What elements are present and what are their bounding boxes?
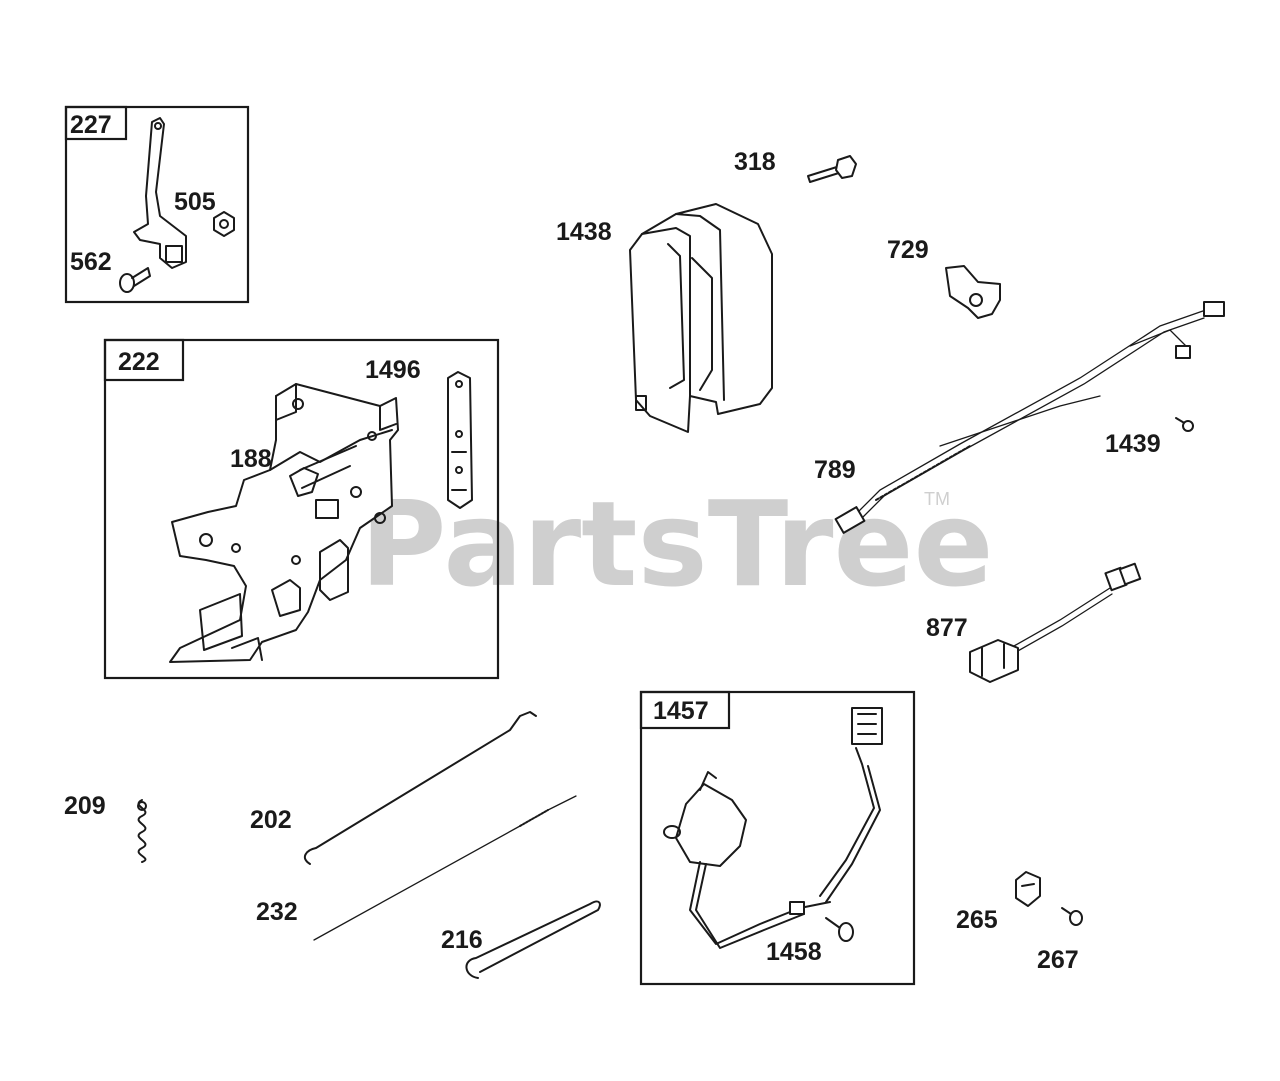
label-1496[interactable]: 1496 xyxy=(365,356,421,384)
part-lever-arm[interactable] xyxy=(133,117,187,269)
part-1438-cover[interactable] xyxy=(629,203,773,433)
part-1439-screw[interactable] xyxy=(1175,417,1194,432)
part-318-bolt[interactable] xyxy=(807,155,857,183)
part-1496-plate[interactable] xyxy=(447,371,473,509)
part-265-clip[interactable] xyxy=(1015,871,1041,907)
part-505-hex-nut[interactable] xyxy=(213,211,235,237)
part-729-bracket[interactable] xyxy=(945,265,1001,319)
group-box-222: 222 1 xyxy=(103,338,500,680)
part-562-screw[interactable] xyxy=(119,267,151,293)
box-222-frame xyxy=(103,338,500,680)
part-1458-screw[interactable] xyxy=(825,917,854,942)
label-789[interactable]: 789 xyxy=(814,456,856,484)
label-505[interactable]: 505 xyxy=(174,188,216,216)
part-232-spring-rod[interactable] xyxy=(313,795,577,941)
box-227-tab xyxy=(64,105,128,141)
part-267-screw[interactable] xyxy=(1061,907,1083,926)
box-222-tab xyxy=(103,338,185,382)
label-318[interactable]: 318 xyxy=(734,148,776,176)
group-box-1457: 1457 1458 xyxy=(639,690,916,986)
label-1458[interactable]: 1458 xyxy=(766,938,822,966)
label-265[interactable]: 265 xyxy=(956,906,998,934)
label-729[interactable]: 729 xyxy=(887,236,929,264)
part-216-link-rod[interactable] xyxy=(465,900,601,979)
box-222-label[interactable]: 222 xyxy=(118,348,160,376)
part-1457-solenoid-harness[interactable] xyxy=(663,707,883,949)
box-1457-tab xyxy=(639,690,731,730)
box-1457-frame xyxy=(639,690,916,986)
group-box-227: 227 505 562 xyxy=(64,105,250,304)
label-232[interactable]: 232 xyxy=(256,898,298,926)
part-control-bracket[interactable] xyxy=(169,383,399,663)
box-1457-label[interactable]: 1457 xyxy=(653,697,709,725)
label-1438[interactable]: 1438 xyxy=(556,218,612,246)
label-209[interactable]: 209 xyxy=(64,792,106,820)
part-877-switch[interactable] xyxy=(969,562,1142,683)
label-188[interactable]: 188 xyxy=(230,445,272,473)
label-562[interactable]: 562 xyxy=(70,248,112,276)
watermark-trademark: TM xyxy=(924,489,950,509)
label-202[interactable]: 202 xyxy=(250,806,292,834)
part-202-link-rod[interactable] xyxy=(303,711,537,865)
part-209-spring[interactable] xyxy=(137,799,147,863)
label-877[interactable]: 877 xyxy=(926,614,968,642)
label-1439[interactable]: 1439 xyxy=(1105,430,1161,458)
label-267[interactable]: 267 xyxy=(1037,946,1079,974)
part-789-wire-harness[interactable] xyxy=(834,301,1225,534)
box-227-frame xyxy=(64,105,250,304)
label-216[interactable]: 216 xyxy=(441,926,483,954)
box-227-label[interactable]: 227 xyxy=(70,111,112,139)
